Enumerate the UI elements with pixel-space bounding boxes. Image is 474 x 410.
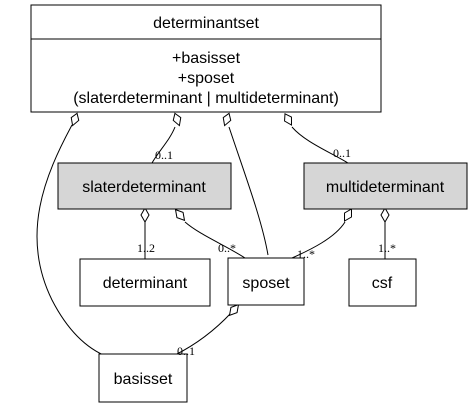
multiplicity-label: 1..* [297, 247, 315, 261]
attribute-choice: (slaterdeterminant | multideterminant) [73, 90, 339, 107]
multiplicity-label: 1..* [378, 241, 396, 255]
class-csf: csf [348, 258, 417, 307]
multiplicity-label: 0..* [218, 241, 236, 255]
class-sposet: sposet [227, 257, 305, 306]
class-slaterdeterminant: slaterdeterminant [57, 162, 232, 210]
class-name-basisset: basisset [114, 371, 173, 388]
class-name-determinant: determinant [103, 275, 188, 292]
class-name-determinantset: determinantset [153, 15, 259, 32]
aggregation-diamond-icon [284, 113, 293, 126]
class-determinantset: determinantset +basisset +sposet (slater… [30, 4, 382, 113]
multiplicity-label: 1..2 [137, 241, 155, 255]
class-name-multideterminant: multideterminant [326, 179, 445, 196]
edge-determinantset-sposet [228, 126, 269, 256]
class-basisset: basisset [98, 353, 188, 403]
edge-determinantset-slaterdeterminant [151, 126, 176, 164]
class-name-slaterdeterminant: slaterdeterminant [82, 179, 206, 196]
edge-slaterdeterminant-sposet [184, 221, 246, 259]
aggregation-diamond-icon [222, 112, 232, 127]
aggregation-diamond-icon [380, 206, 390, 224]
attribute-sposet: +sposet [178, 70, 235, 87]
attribute-basisset: +basisset [172, 50, 241, 67]
class-name-sposet: sposet [242, 275, 290, 292]
edge-determinantset-basisset [36, 124, 109, 358]
multiplicity-label: 0..1 [155, 148, 173, 162]
multiplicity-label: 0..1 [177, 344, 195, 358]
edge-multideterminant-sposet [291, 221, 346, 259]
edge-sposet-basisset [174, 312, 232, 356]
multiplicity-label: 0..1 [333, 146, 351, 160]
aggregation-diamond-icon [343, 208, 353, 222]
aggregation-diamond-icon [140, 206, 150, 224]
aggregation-diamond-icon [70, 112, 80, 127]
aggregation-diamond-icon [174, 208, 186, 222]
aggregation-diamond-icon [172, 112, 182, 127]
class-determinant: determinant [79, 258, 211, 307]
class-name-csf: csf [372, 275, 393, 292]
class-multideterminant: multideterminant [303, 162, 468, 210]
edge-determinantset-multideterminant [291, 126, 349, 164]
aggregation-diamond-icon [228, 303, 240, 317]
